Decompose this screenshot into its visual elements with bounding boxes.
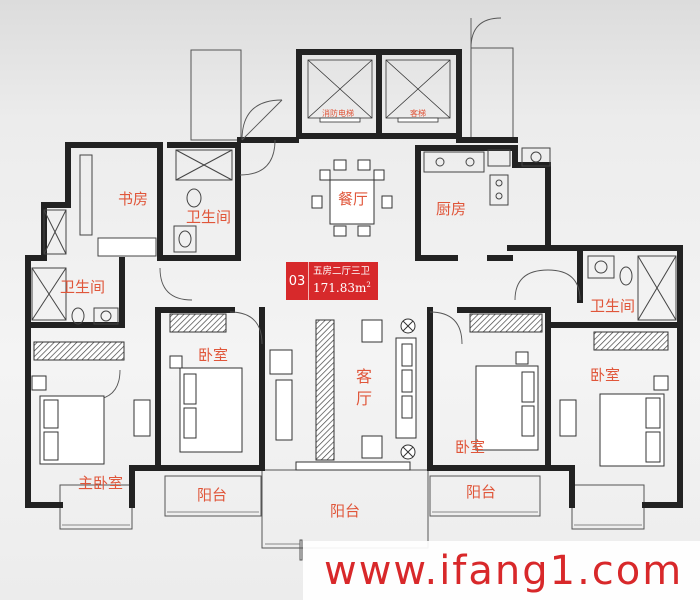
room-label-bedroom-left: 卧室: [198, 346, 229, 364]
room-label-balcony-right: 阳台: [466, 483, 497, 501]
room-label-bathroom-top: 卫生间: [186, 208, 232, 226]
room-label-living: 客厅: [353, 368, 372, 412]
unit-area-unit: m: [355, 281, 367, 295]
unit-area: 171.83m2: [313, 278, 378, 296]
room-label-balcony-left: 阳台: [197, 486, 228, 504]
room-label-kitchen: 厨房: [436, 200, 467, 218]
room-label-elevator: 客梯: [410, 109, 426, 118]
unit-layout: 五房二厅三卫: [313, 266, 371, 277]
unit-code: 03: [286, 262, 309, 300]
unit-area-sup: 2: [366, 281, 371, 289]
watermark-text: www.ifang1.com: [324, 548, 684, 594]
room-label-master-bedroom: 主卧室: [78, 474, 124, 492]
unit-badge: 03 五房二厅三卫 171.83m2: [286, 262, 378, 300]
unit-area-number: 171.83: [313, 281, 355, 295]
room-label-bedroom-mid: 卧室: [455, 438, 486, 456]
room-label-fire-elevator: 消防电梯: [322, 109, 354, 118]
room-label-bathroom-left: 卫生间: [60, 278, 106, 296]
room-label-study: 书房: [118, 190, 149, 208]
room-label-bedroom-right: 卧室: [590, 366, 621, 384]
watermark-panel: [303, 541, 700, 600]
unit-info: 五房二厅三卫 171.83m2: [309, 262, 378, 300]
room-label-dining: 餐厅: [338, 190, 369, 208]
room-label-balcony-mid: 阳台: [330, 502, 361, 520]
room-label-bathroom-right: 卫生间: [590, 297, 636, 315]
